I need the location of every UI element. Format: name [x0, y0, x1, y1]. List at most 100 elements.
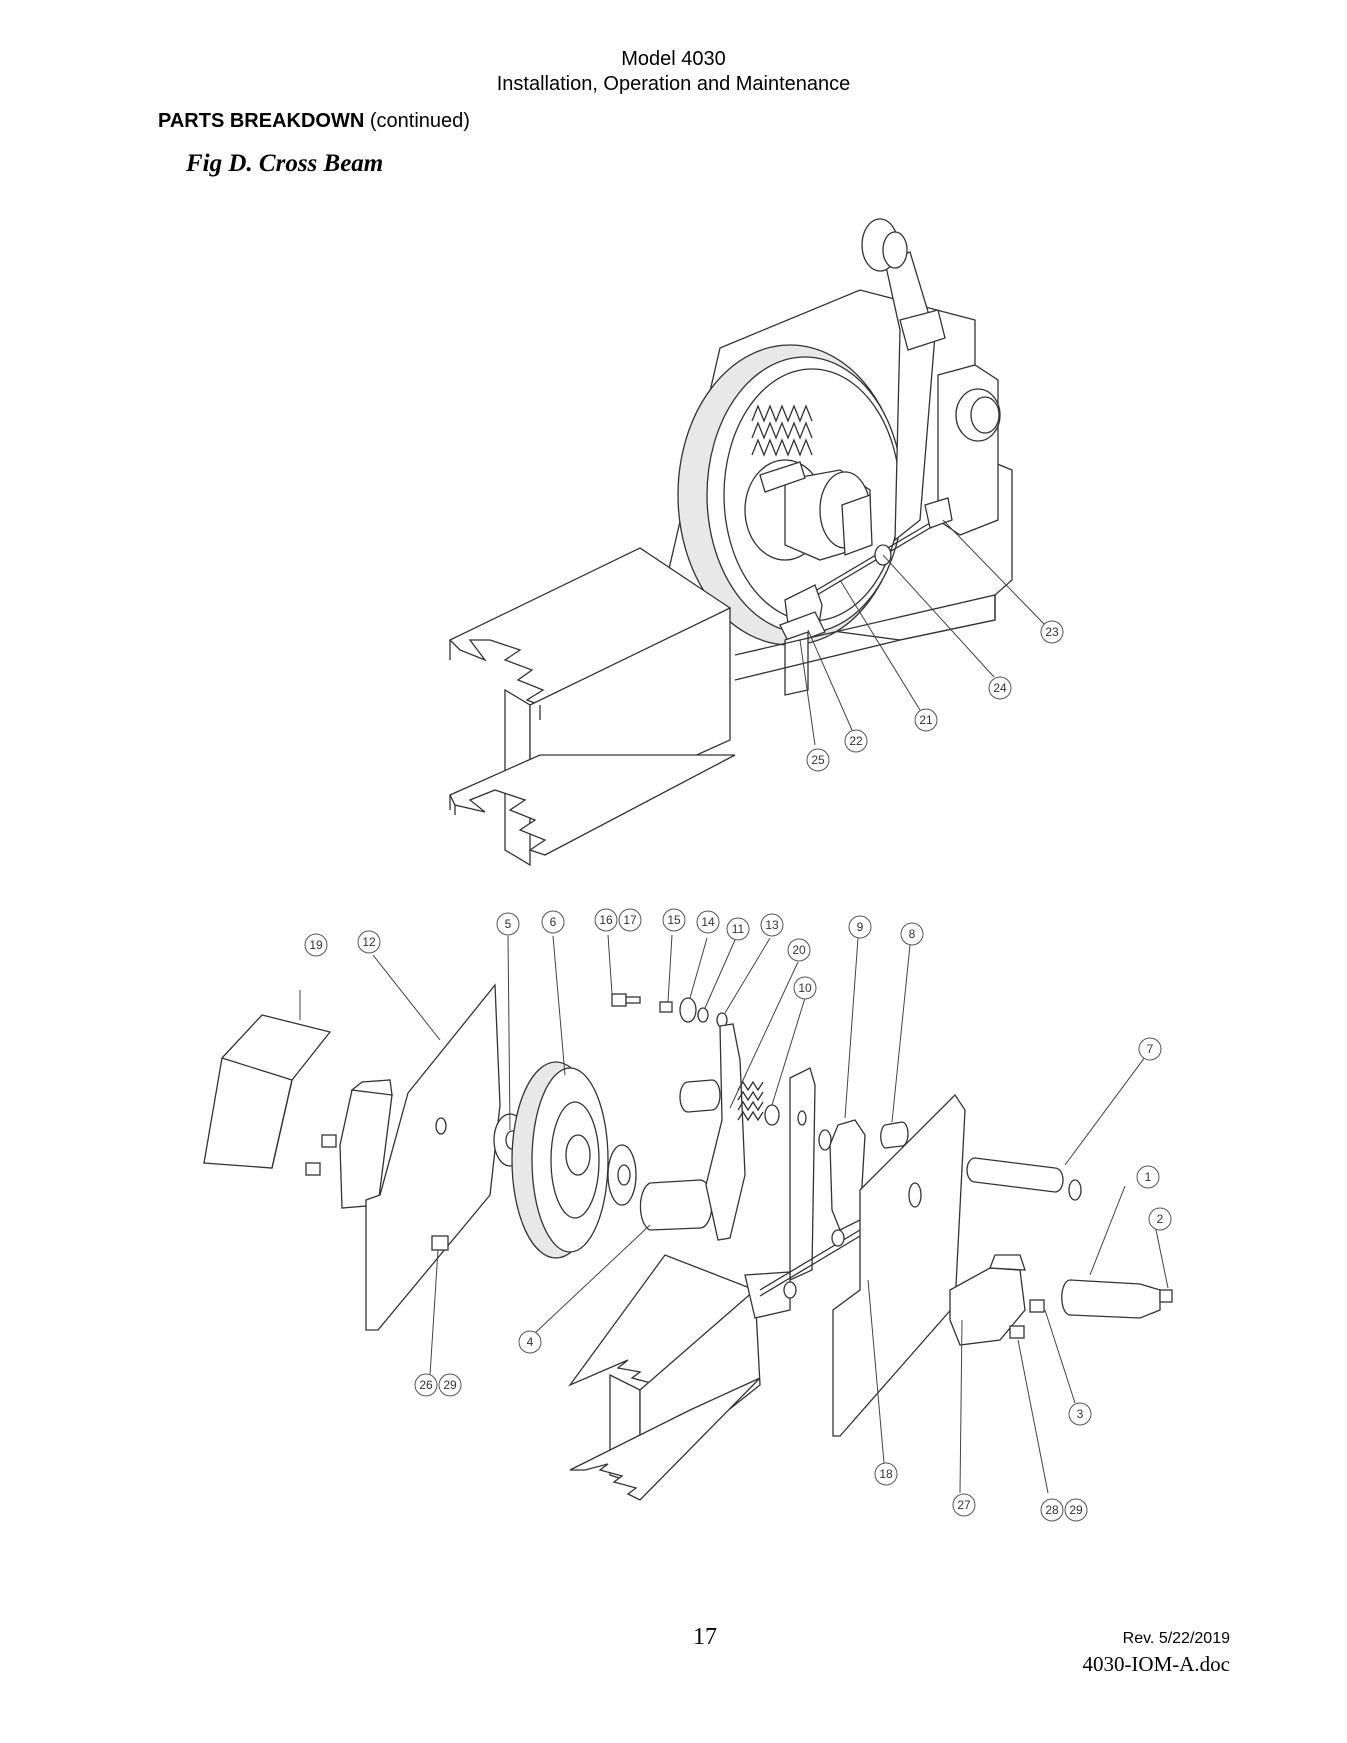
- set-screw: [431, 1235, 449, 1251]
- bolt-16: [611, 993, 627, 1007]
- tall-plate: [789, 1067, 816, 1282]
- washer-11: [697, 1007, 709, 1023]
- shaft-bracket: [841, 494, 873, 556]
- svg-text:20: 20: [792, 943, 806, 957]
- lower-cross-beam-bottom: [569, 1377, 761, 1501]
- base-plate: [734, 594, 996, 681]
- callout-21: 21: [914, 708, 938, 732]
- svg-text:13: 13: [765, 918, 779, 932]
- left-side-plate: [365, 983, 501, 1331]
- callout-13: 13: [760, 913, 784, 937]
- block-bolt-right-lower: [1009, 1325, 1025, 1339]
- page-number: 17: [693, 1624, 717, 1650]
- arm-clamp: [899, 309, 946, 351]
- svg-text:27: 27: [957, 1498, 971, 1512]
- callout-27: 27: [952, 1493, 976, 1517]
- callout-18: 18: [874, 1462, 898, 1486]
- svg-text:9: 9: [857, 920, 864, 934]
- revision-date: Rev. 5/22/2019: [1122, 1630, 1230, 1647]
- washer-10: [764, 1104, 780, 1126]
- callout-7: 7: [1138, 1037, 1162, 1061]
- callout-24: 24: [988, 676, 1012, 700]
- svg-text:5: 5: [505, 917, 512, 931]
- svg-text:6: 6: [550, 915, 557, 929]
- callout-10: 10: [793, 976, 817, 1000]
- arm-20: [705, 1023, 746, 1241]
- svg-text:19: 19: [309, 938, 323, 952]
- section-title-suffix: (continued): [364, 110, 470, 132]
- svg-text:10: 10: [798, 981, 812, 995]
- header-model: Model 4030: [621, 48, 726, 70]
- callout-14: 14: [696, 910, 720, 934]
- pin-1: [1061, 1279, 1161, 1319]
- callout-5: 5: [496, 912, 520, 936]
- spacer-4: [639, 1179, 713, 1231]
- bolt-2: [1159, 1289, 1173, 1303]
- callout-22: 22: [844, 729, 868, 753]
- callout-29-right: 29: [1064, 1498, 1088, 1522]
- rod-clevis: [924, 497, 953, 529]
- washer-14: [679, 997, 697, 1023]
- spacer-upper: [679, 1079, 721, 1113]
- svg-text:8: 8: [909, 927, 916, 941]
- tension-spring: [751, 404, 813, 457]
- svg-text:28: 28: [1045, 1503, 1059, 1517]
- block-bolt-lower: [305, 1162, 321, 1176]
- svg-text:2: 2: [1157, 1212, 1164, 1226]
- mount-base: [779, 611, 826, 646]
- lower-mount: [744, 1271, 791, 1319]
- svg-text:11: 11: [732, 922, 745, 936]
- washer-right: [607, 1144, 637, 1206]
- callout-9: 9: [848, 915, 872, 939]
- right-side-plate: [832, 1093, 966, 1437]
- spring-bracket: [759, 461, 806, 493]
- sheave-hub-6: [565, 1134, 591, 1176]
- svg-text:29: 29: [443, 1378, 457, 1392]
- document-name: 4030-IOM-A.doc: [1082, 1652, 1230, 1676]
- tension-rod: [799, 519, 936, 601]
- callout-2: 2: [1148, 1207, 1172, 1231]
- svg-text:23: 23: [1045, 625, 1059, 639]
- callout-11: 11: [726, 917, 750, 941]
- callout-25: 25: [806, 748, 830, 772]
- figure-title: Fig D. Cross Beam: [186, 150, 384, 177]
- callout-16: 16: [594, 908, 618, 932]
- callout-20: 20: [787, 938, 811, 962]
- exploded-view: 19 12 5 6 16 17 15 14 11 13 20 10 9 8 7 …: [203, 908, 1173, 1522]
- shaft-7: [966, 1157, 1064, 1193]
- section-title: PARTS BREAKDOWN: [158, 110, 365, 132]
- assembled-view: 23 24 21 22 25: [448, 218, 1064, 867]
- mount-post: [784, 631, 809, 696]
- block-bolt-right-upper: [1029, 1299, 1045, 1313]
- callout-29-left: 29: [438, 1373, 462, 1397]
- svg-text:26: 26: [419, 1378, 433, 1392]
- svg-text:3: 3: [1077, 1407, 1084, 1421]
- cross-beam-bottom-flange: [449, 754, 736, 856]
- bearing-bore: [970, 396, 1000, 434]
- svg-text:21: 21: [919, 713, 933, 727]
- callout-6: 6: [541, 910, 565, 934]
- upper-pulley-hub: [882, 231, 908, 269]
- callout-15: 15: [662, 908, 686, 932]
- svg-text:17: 17: [623, 913, 637, 927]
- callout-17: 17: [618, 908, 642, 932]
- callout-12: 12: [357, 930, 381, 954]
- svg-text:14: 14: [701, 915, 715, 929]
- callout-23: 23: [1040, 620, 1064, 644]
- svg-text:18: 18: [879, 1467, 893, 1481]
- svg-text:12: 12: [362, 935, 376, 949]
- svg-text:1: 1: [1145, 1170, 1152, 1184]
- callout-28: 28: [1040, 1498, 1064, 1522]
- callout-1: 1: [1136, 1165, 1160, 1189]
- block-bolt-upper: [321, 1134, 337, 1148]
- section-heading: PARTS BREAKDOWN (continued): [158, 110, 470, 133]
- svg-text:22: 22: [849, 734, 863, 748]
- svg-text:16: 16: [599, 913, 613, 927]
- callout-4: 4: [518, 1330, 542, 1354]
- callout-26: 26: [414, 1373, 438, 1397]
- spring-10: [737, 1080, 764, 1122]
- bushing-8: [880, 1121, 909, 1149]
- cover: [203, 1014, 332, 1169]
- svg-text:24: 24: [993, 681, 1007, 695]
- svg-text:7: 7: [1147, 1042, 1154, 1056]
